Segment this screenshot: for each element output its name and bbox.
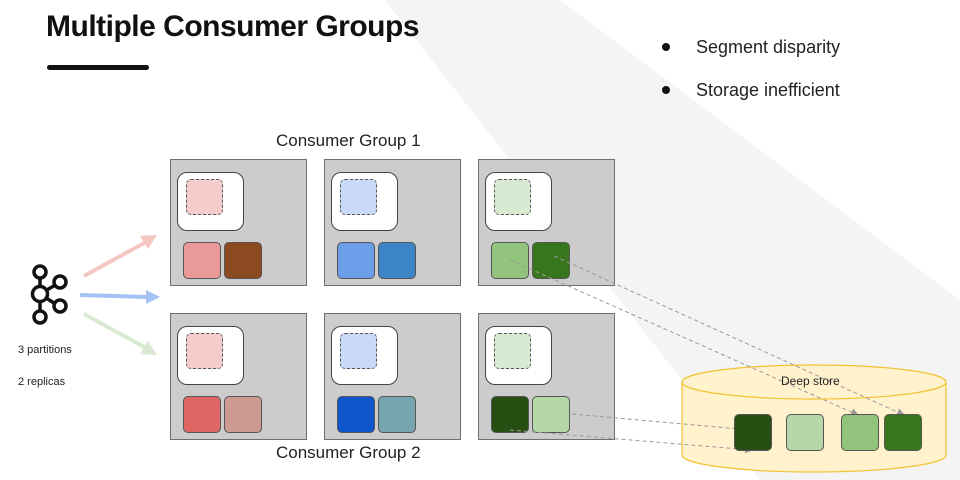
partition-block [491,242,529,279]
broker-cache [485,172,552,231]
consumer-group-2-label: Consumer Group 2 [276,443,421,462]
partition-block [224,396,262,433]
consumer-group-1-label: Consumer Group 1 [276,131,421,150]
partition-block [183,242,221,279]
group1-broker-1 [170,159,307,286]
page-title: Multiple Consumer Groups [46,10,420,43]
segment-block [186,333,223,369]
title-underline [47,65,149,70]
partition-block [183,396,221,433]
partition-block [491,396,529,433]
broker-cache [177,326,244,385]
bullet-storage-inefficient: Storage inefficient [660,79,840,122]
deep-store-partition [884,414,922,451]
segment-block [340,179,377,215]
group1-broker-2 [324,159,461,286]
bullet-list: Segment disparity Storage inefficient [660,36,840,122]
partition-block [378,396,416,433]
partition-block [532,242,570,279]
group1-broker-3 [478,159,615,286]
partition-block [337,396,375,433]
deep-store-partition [841,414,879,451]
group2-broker-2 [324,313,461,440]
partitions-label: 3 partitions [18,344,72,356]
deep-store-partition [786,414,824,451]
group2-broker-1 [170,313,307,440]
group2-broker-3 [478,313,615,440]
deep-store-label: Deep store [781,374,840,388]
broker-cache [331,172,398,231]
broker-cache [177,172,244,231]
deep-store-partition [734,414,772,451]
bullet-segment-disparity: Segment disparity [660,36,840,79]
partition-block [532,396,570,433]
partition-block [337,242,375,279]
segment-block [494,179,531,215]
partition-block [224,242,262,279]
segment-block [340,333,377,369]
replicas-label: 2 replicas [18,376,66,388]
broker-cache [331,326,398,385]
segment-block [494,333,531,369]
broker-cache [485,326,552,385]
segment-block [186,179,223,215]
partition-block [378,242,416,279]
